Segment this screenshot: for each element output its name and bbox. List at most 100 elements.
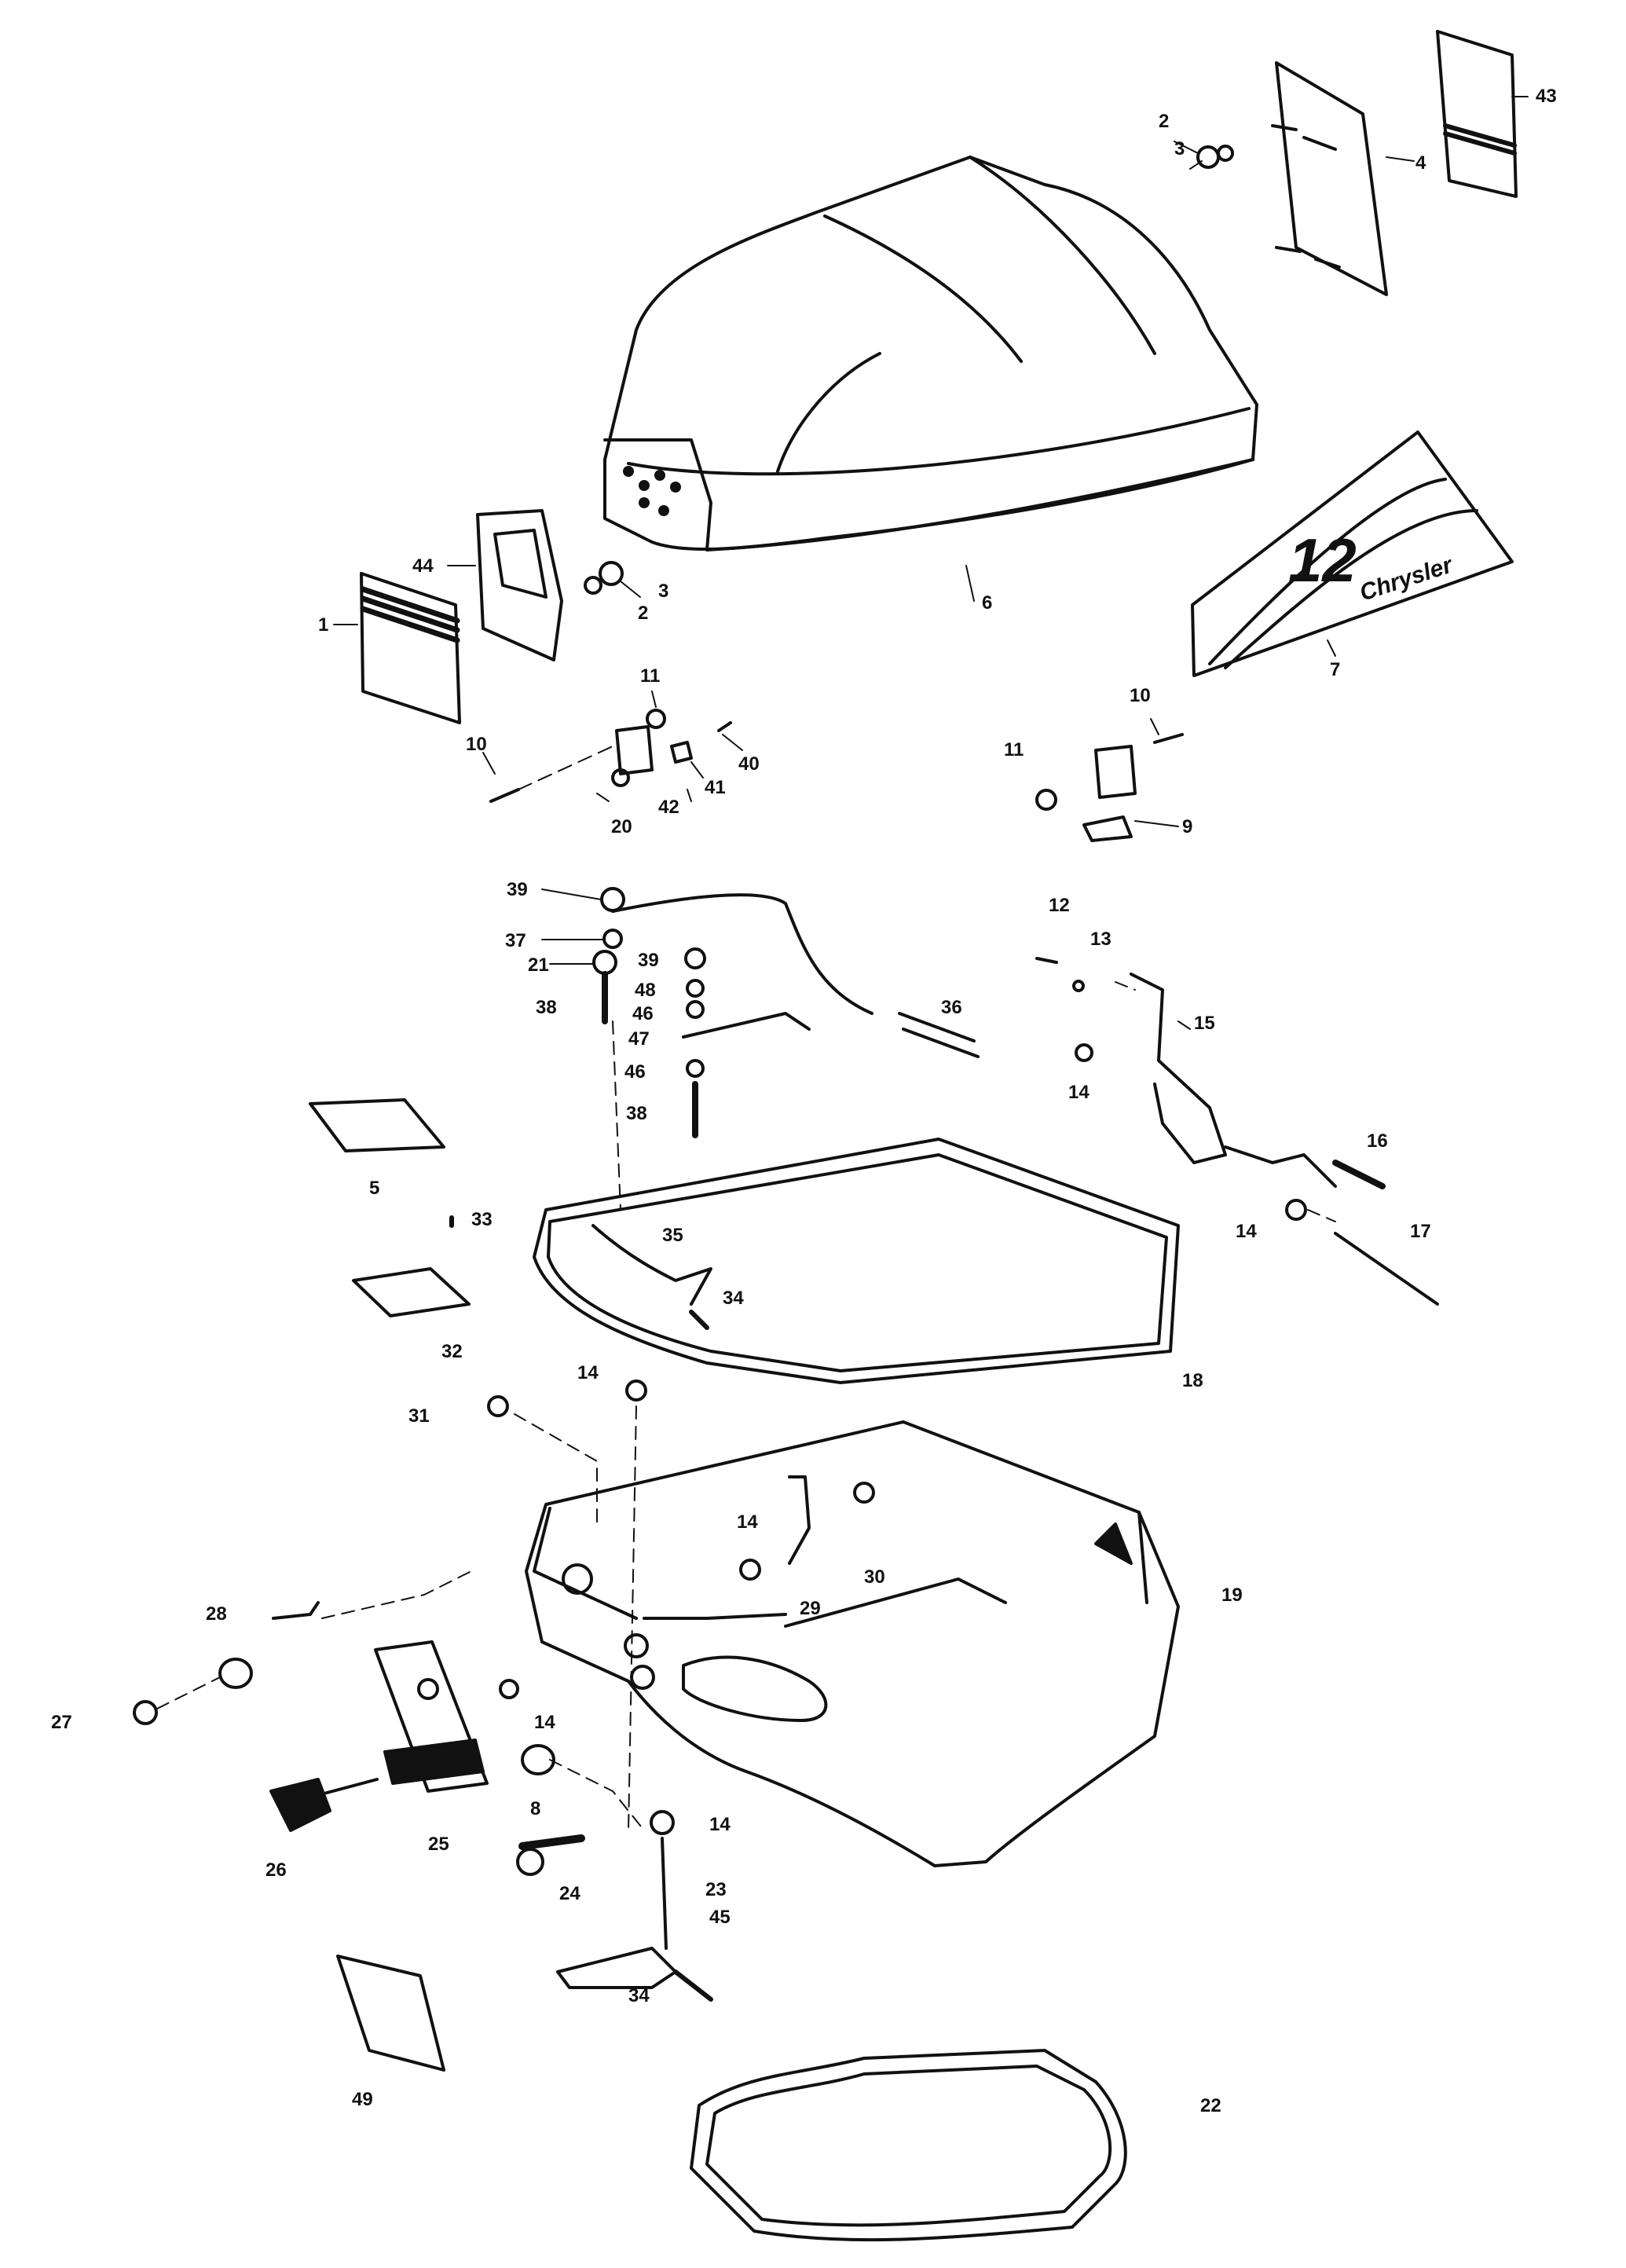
- plate-25: [374, 1640, 489, 1793]
- label-38-upper: 38: [536, 997, 557, 1018]
- chrysler-decal: [1191, 431, 1514, 677]
- label-27: 27: [51, 1712, 72, 1733]
- label-48: 48: [635, 980, 656, 1001]
- washer-48: [686, 979, 705, 998]
- label-2-top: 2: [1159, 111, 1169, 132]
- pan-hole-2: [624, 1633, 649, 1658]
- label-1: 1: [318, 614, 328, 636]
- washer-2-top: [1217, 145, 1234, 162]
- ball-13: [1072, 980, 1085, 992]
- pin-34-upper: [689, 1310, 709, 1330]
- decal-1: [360, 572, 461, 724]
- screw-10-left: [489, 788, 520, 803]
- label-7: 7: [1330, 659, 1340, 680]
- arm-35: [591, 1224, 712, 1306]
- decal-5: [309, 1098, 445, 1152]
- seal-18: [533, 1138, 1180, 1384]
- nut-14-center: [625, 1379, 647, 1401]
- label-25: 25: [428, 1834, 449, 1855]
- label-9: 9: [1182, 816, 1192, 837]
- label-2-left: 2: [638, 603, 648, 624]
- screw-40: [717, 721, 732, 732]
- plate-25-hole: [417, 1678, 439, 1700]
- label-8: 8: [530, 1798, 540, 1819]
- nut-39-right: [684, 947, 706, 969]
- nut-20: [611, 768, 630, 787]
- valve-24: [518, 1834, 585, 1850]
- label-14-lower: 14: [709, 1814, 731, 1835]
- link-47: [682, 1012, 811, 1039]
- label-15: 15: [1194, 1013, 1215, 1034]
- label-49: 49: [352, 2089, 373, 2110]
- sleeve-36: [898, 1012, 980, 1058]
- label-17: 17: [1410, 1221, 1431, 1242]
- nut-30: [853, 1482, 875, 1504]
- knob-26-shaft: [317, 1778, 379, 1797]
- rear-plate: [1275, 61, 1388, 296]
- pan-vent: [1094, 1522, 1133, 1565]
- plunger-28: [272, 1601, 320, 1620]
- label-40: 40: [738, 753, 760, 775]
- label-38-lower: 38: [626, 1103, 647, 1124]
- label-43: 43: [1536, 86, 1557, 107]
- label-22: 22: [1200, 2095, 1221, 2116]
- pan-hole-1: [562, 1563, 593, 1595]
- label-42: 42: [658, 797, 679, 818]
- throttle-rod-36: [611, 893, 873, 1015]
- label-16: 16: [1367, 1130, 1388, 1152]
- label-45: 45: [709, 1907, 731, 1928]
- label-31: 31: [408, 1405, 430, 1427]
- valve-24-body: [516, 1848, 544, 1876]
- label-14-pan: 14: [737, 1511, 758, 1533]
- washer-37: [602, 929, 623, 949]
- label-28: 28: [206, 1603, 227, 1625]
- washer-46-lower: [686, 1059, 705, 1078]
- label-6: 6: [982, 592, 992, 614]
- washer-2-left: [584, 576, 602, 595]
- label-18: 18: [1182, 1370, 1203, 1391]
- plate-32: [352, 1267, 471, 1317]
- plate-25-band: [383, 1739, 485, 1785]
- label-23: 23: [705, 1879, 727, 1900]
- gasket-22: [690, 2049, 1127, 2242]
- label-13: 13: [1090, 929, 1111, 950]
- pin-16: [1332, 1160, 1386, 1189]
- plunger-head-28: [218, 1658, 253, 1689]
- label-36: 36: [941, 997, 962, 1018]
- nut-14-pan: [739, 1559, 761, 1581]
- screw-31: [487, 1395, 509, 1417]
- rod-45: [661, 1837, 668, 1950]
- label-11-left: 11: [640, 665, 660, 687]
- washer-21: [592, 950, 617, 975]
- nut-14-lower-left: [499, 1679, 519, 1699]
- label-46-lower: 46: [624, 1061, 646, 1083]
- label-39-left: 39: [507, 879, 528, 900]
- top-cowl: [603, 156, 1258, 551]
- bracket-29: [788, 1475, 811, 1565]
- label-33: 33: [471, 1209, 493, 1230]
- vent-window: [493, 529, 547, 599]
- label-29: 29: [800, 1598, 821, 1619]
- label-4: 4: [1415, 152, 1426, 174]
- spacer-41: [670, 741, 693, 764]
- nut-11-right: [1035, 789, 1057, 811]
- screw-12: [1035, 957, 1058, 964]
- decal-49: [336, 1955, 445, 2072]
- washer-46-upper: [686, 1000, 705, 1019]
- label-46-upper: 46: [632, 1003, 654, 1024]
- label-3-top: 3: [1174, 138, 1185, 159]
- label-34-lower: 34: [628, 1985, 650, 2006]
- label-19: 19: [1221, 1585, 1243, 1606]
- label-14-center: 14: [577, 1362, 599, 1383]
- label-37: 37: [505, 930, 526, 951]
- lever-23: [556, 1947, 677, 1989]
- label-5: 5: [369, 1178, 379, 1199]
- label-32: 32: [441, 1341, 463, 1362]
- nut-39-left: [600, 887, 625, 912]
- label-10-right: 10: [1130, 685, 1151, 706]
- decal-43: [1436, 30, 1518, 198]
- pin-34-lower: [673, 1969, 713, 2002]
- decal-model-text: 12: [1288, 526, 1357, 595]
- label-11-right: 11: [1004, 739, 1024, 760]
